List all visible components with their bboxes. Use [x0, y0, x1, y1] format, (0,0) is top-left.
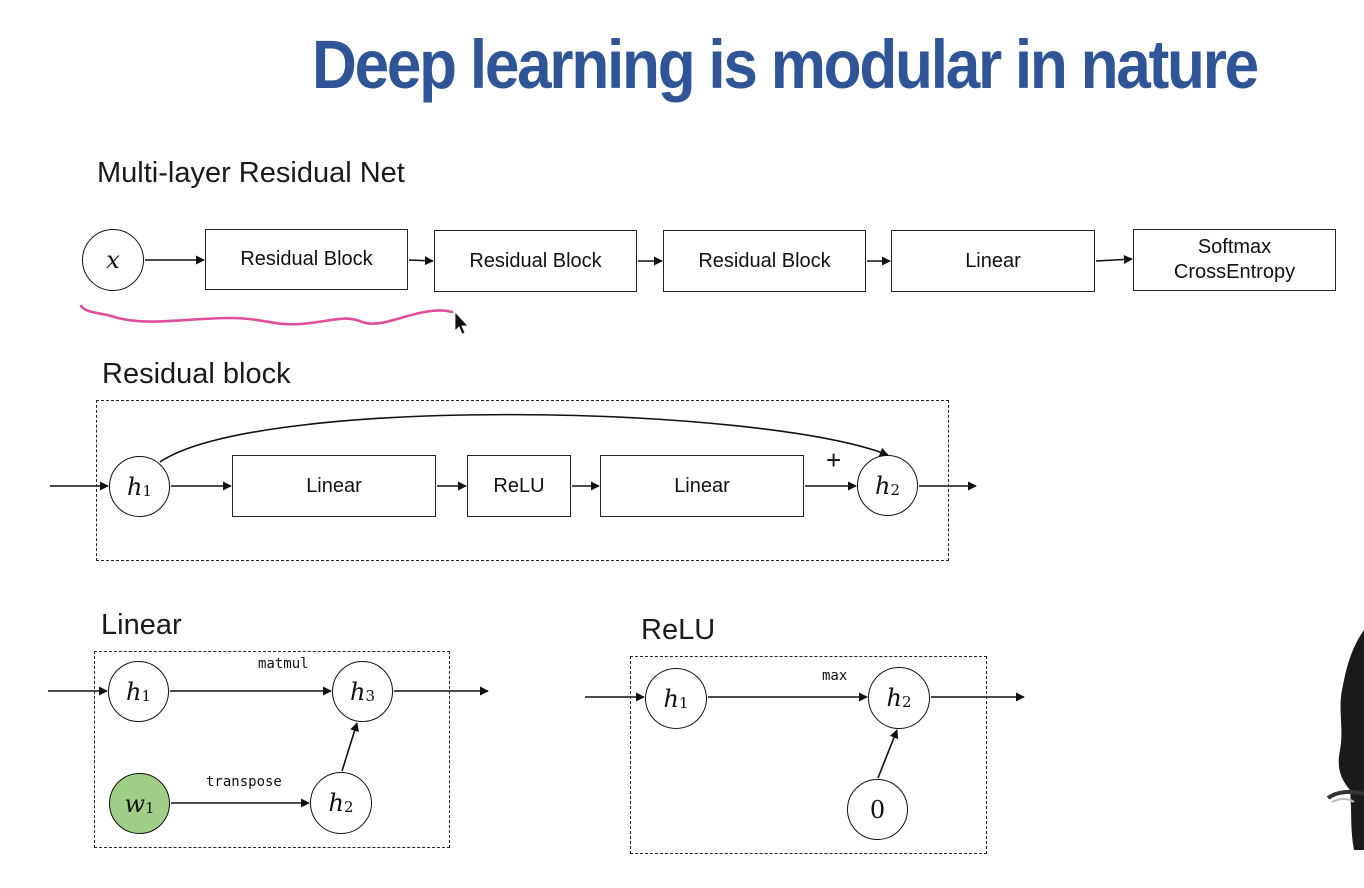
presenter-silhouette	[1326, 630, 1364, 850]
pink-annotation-stroke	[79, 304, 454, 326]
relu-h1-sub: 1	[678, 693, 689, 712]
relu-zero-node: 0	[847, 779, 908, 840]
crossentropy-label: CrossEntropy	[1173, 261, 1296, 283]
slide-title: Deep learning is modular in nature	[312, 26, 1259, 103]
residual-h1-var: h	[126, 472, 143, 501]
linear-block-net: Linear	[891, 230, 1095, 292]
linear-h1-sub: 1	[141, 686, 151, 705]
relu-graph-heading: ReLU	[641, 614, 716, 646]
residual-net-heading: Multi-layer Residual Net	[97, 157, 405, 189]
softmax-crossentropy-block: Softmax CrossEntropy	[1133, 229, 1336, 291]
residual-h1-sub: 1	[142, 481, 152, 500]
matmul-label: matmul	[258, 656, 309, 672]
linear-h2-sub: 2	[343, 798, 354, 816]
relu-zero-label: 0	[869, 795, 886, 824]
input-node-x-label: x	[106, 246, 120, 274]
input-node-x: x	[82, 229, 144, 291]
linear-h3-var: h	[349, 677, 366, 706]
transpose-label: transpose	[206, 774, 282, 790]
softmax-label: Softmax	[1197, 236, 1272, 258]
mouse-cursor-icon	[454, 310, 469, 335]
res-skip-connection	[159, 413, 889, 463]
residual-block-heading: Residual block	[102, 358, 291, 390]
residual-linear-1: Linear	[232, 455, 436, 517]
residual-block-frame	[96, 400, 949, 561]
net-edge-block1-block2	[408, 256, 434, 266]
residual-block-3: Residual Block	[663, 230, 866, 292]
residual-relu: ReLU	[467, 455, 571, 517]
residual-h2-var: h	[874, 471, 891, 500]
relu-edge-zero-h2	[877, 729, 899, 779]
linear-h1-var: h	[125, 677, 142, 706]
linear-h3-sub: 3	[365, 686, 375, 705]
skip-add-sign: +	[826, 445, 842, 475]
linear-graph-heading: Linear	[101, 609, 182, 641]
linear-w1-var: w	[124, 789, 145, 818]
relu-h1-var: h	[663, 684, 679, 713]
relu-h2-var: h	[886, 684, 902, 712]
residual-block-1: Residual Block	[205, 229, 408, 290]
linear-h2-var: h	[328, 789, 344, 817]
lin-edge-h2-h3	[341, 722, 359, 772]
residual-block-2: Residual Block	[434, 230, 637, 292]
relu-graph-frame	[630, 656, 987, 854]
linear-w1-sub: 1	[145, 798, 155, 817]
net-edge-linear-softmax	[1095, 254, 1133, 264]
residual-linear-2: Linear	[600, 455, 804, 517]
residual-h2-sub: 2	[890, 480, 900, 499]
max-label: max	[822, 668, 848, 684]
relu-h2-sub: 2	[901, 693, 912, 711]
linear-graph-frame	[94, 651, 450, 848]
